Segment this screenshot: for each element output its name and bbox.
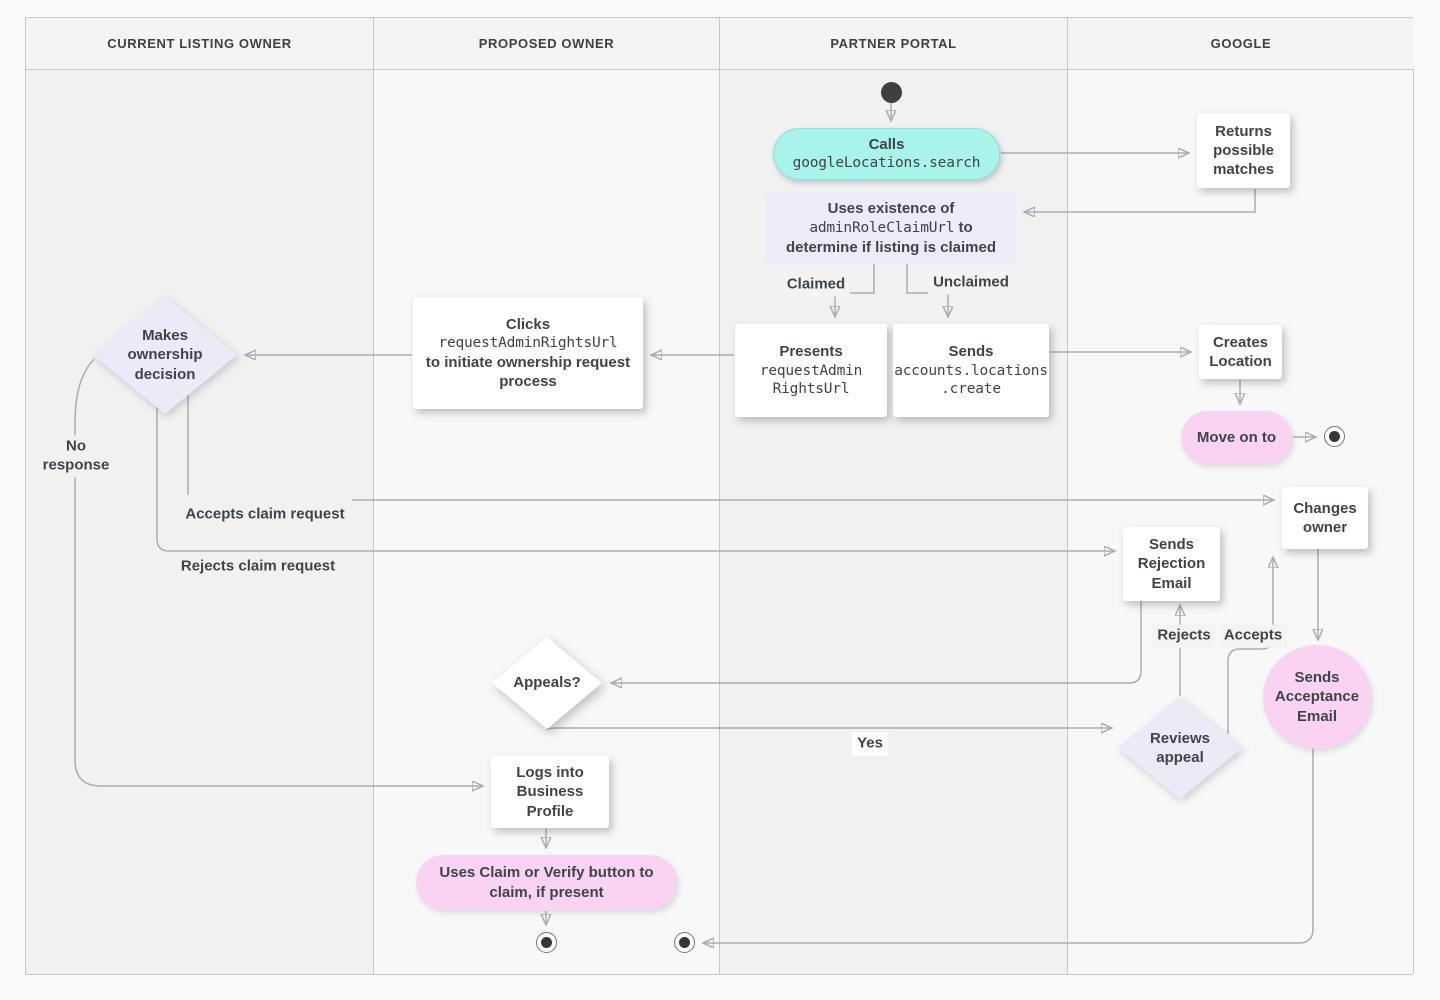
- node-title: Sends: [948, 343, 994, 361]
- end-node-partner-portal: [674, 932, 695, 953]
- edge-label-accepts: Accepts: [1218, 624, 1288, 648]
- node-label: Logs into Business Profile: [516, 764, 584, 820]
- makes-ownership-decision-node: Makes ownership decision: [93, 296, 237, 414]
- lane-header-proposed-owner: PROPOSED OWNER: [374, 18, 720, 70]
- reviews-appeal-node: Reviews appeal: [1118, 697, 1242, 799]
- node-label: Sends Rejection Email: [1137, 536, 1206, 592]
- uses-existence-node: Uses existence of adminRoleClaimUrl to d…: [766, 192, 1016, 264]
- edge-label-rejects-claim-request: Rejects claim request: [175, 555, 341, 579]
- node-label: Reviews appeal: [1149, 729, 1211, 766]
- node-line2: adminRoleClaimUrl to: [809, 218, 972, 238]
- returns-possible-matches-node: Returns possible matches: [1197, 113, 1290, 188]
- changes-owner-node: Changes owner: [1282, 487, 1368, 549]
- diamond-shape: Appeals?: [492, 637, 602, 729]
- node-label: Move on to: [1196, 428, 1277, 446]
- lane-header-label: CURRENT LISTING OWNER: [107, 36, 292, 51]
- node-line2-suffix: to: [958, 219, 973, 237]
- edge-label-rejects: Rejects: [1152, 624, 1216, 648]
- node-label: Creates Location: [1209, 333, 1272, 370]
- node-code: RightsUrl: [772, 381, 850, 398]
- logs-into-business-profile-node: Logs into Business Profile: [491, 756, 609, 828]
- node-label: Sends Acceptance Email: [1274, 669, 1360, 725]
- node-title: Calls: [868, 136, 905, 154]
- edge-label-claimed: Claimed: [781, 273, 851, 297]
- calls-google-locations-search-node: Calls googleLocations.search: [773, 128, 1000, 180]
- edge-label-unclaimed: Unclaimed: [928, 271, 1014, 295]
- clicks-request-admin-rights-url-node: Clicks requestAdminRightsUrl to initiate…: [413, 297, 643, 409]
- move-on-to-node: Move on to: [1181, 411, 1292, 464]
- node-code: requestAdminRightsUrl: [438, 335, 618, 352]
- node-label: Returns possible matches: [1213, 122, 1274, 179]
- lane-header-label: PROPOSED OWNER: [478, 36, 615, 51]
- uses-claim-or-verify-node: Uses Claim or Verify button to claim, if…: [416, 855, 677, 910]
- sends-acceptance-email-node: Sends Acceptance Email: [1263, 645, 1371, 749]
- node-label: Changes owner: [1293, 499, 1357, 536]
- edge-label-no-response: No response: [33, 435, 119, 477]
- lane-header-label: PARTNER PORTAL: [830, 36, 957, 51]
- node-code: .create: [941, 381, 1001, 398]
- end-node-google: [1324, 426, 1345, 447]
- node-label: Makes ownership decision: [127, 327, 203, 383]
- diamond-shape: Reviews appeal: [1118, 697, 1242, 799]
- edge-label-accepts-claim-request: Accepts claim request: [180, 503, 350, 527]
- node-rest: to initiate ownership request process: [425, 353, 631, 390]
- node-label: Appeals?: [513, 674, 581, 692]
- edge-label-yes: Yes: [852, 732, 888, 756]
- appeals-decision-node: Appeals?: [492, 637, 602, 729]
- node-title: Presents: [779, 343, 843, 361]
- node-code: accounts.locations: [894, 362, 1048, 379]
- node-code: requestAdmin: [759, 362, 863, 379]
- start-node: [881, 82, 902, 103]
- presents-request-admin-rights-url-node: Presents requestAdmin RightsUrl: [735, 324, 887, 417]
- sends-accounts-locations-create-node: Sends accounts.locations .create: [893, 324, 1049, 417]
- node-code: adminRoleClaimUrl: [809, 220, 955, 237]
- lane-proposed-owner: [374, 18, 720, 974]
- node-line3: determine if listing is claimed: [785, 238, 997, 256]
- lane-header-label: GOOGLE: [1210, 36, 1272, 51]
- node-line1: Uses existence of: [827, 200, 955, 218]
- node-code: googleLocations.search: [792, 155, 981, 172]
- lane-header-current-listing-owner: CURRENT LISTING OWNER: [26, 18, 374, 70]
- lane-header-google: GOOGLE: [1068, 18, 1414, 70]
- lane-header-partner-portal: PARTNER PORTAL: [720, 18, 1068, 70]
- node-label: Uses Claim or Verify button to claim, if…: [439, 864, 654, 901]
- diamond-shape: Makes ownership decision: [93, 296, 237, 414]
- end-node-proposed-owner: [536, 932, 557, 953]
- sends-rejection-email-node: Sends Rejection Email: [1123, 527, 1220, 601]
- node-title: Clicks: [505, 315, 551, 333]
- lane-current-listing-owner: [26, 18, 374, 974]
- creates-location-node: Creates Location: [1199, 325, 1282, 379]
